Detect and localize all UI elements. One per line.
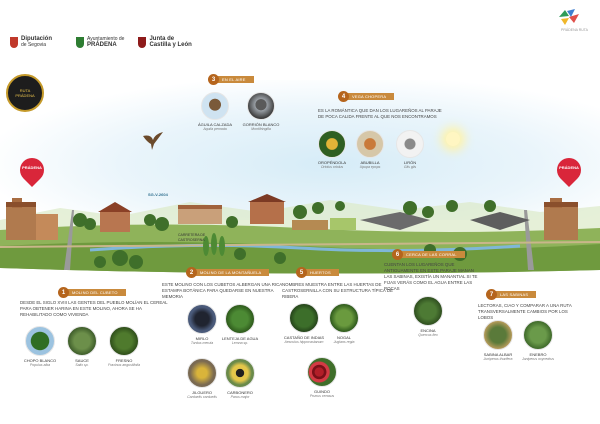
abubilla-photo	[356, 130, 384, 158]
section-2-description: ESTE MOLINO CON LOS CUBETOS ALBERGAN UNA…	[162, 282, 282, 299]
nogal-photo	[329, 303, 359, 333]
pin-left-label: PRÁDENA	[22, 165, 42, 170]
road-label: SG-V-2604	[148, 192, 168, 197]
carretera-label: CARRETERA DE CASTROSERNA	[178, 233, 206, 242]
junta-shield-icon	[138, 36, 147, 48]
section-4-description: ES LA ROMÁNTICA QUE DAN LOS LUGAREÑOS AL…	[318, 108, 442, 119]
castano-photo	[289, 303, 319, 333]
encina-photo	[413, 296, 443, 326]
jilguero-photo	[187, 358, 217, 388]
sabina-photo	[483, 320, 513, 350]
gorrion-photo	[247, 92, 275, 120]
sun-icon	[446, 132, 460, 146]
liron-photo	[396, 130, 424, 158]
app-logo-caption: PRÁDENA RUTA	[561, 28, 588, 32]
enebro-photo	[523, 320, 553, 350]
pin-right-label: PRÁDENA	[559, 165, 579, 170]
flying-eagle-icon	[143, 132, 163, 150]
section-5-description: NOMBRES MUESTRA ENTRE LAS HUERTAS DE CAS…	[282, 282, 393, 299]
route-badge: RUTA PRÁDENA	[6, 74, 44, 112]
diputacion-shield-icon	[10, 36, 18, 48]
section-7-description: LECTORAS, CIAO Y COMPARAR A UNA RUTA TRA…	[478, 303, 572, 320]
carbonero-photo	[225, 358, 255, 388]
chopo-photo	[25, 326, 55, 356]
guindo-photo	[307, 357, 337, 387]
aguila-photo	[201, 92, 229, 120]
sauce-photo	[67, 326, 97, 356]
sky-background	[0, 80, 600, 220]
section-6-description: CUENTAN LOS LUGAREÑOS QUE ANTIGUAMENTE E…	[384, 262, 478, 291]
section-1-description: DESDE EL SIGLO XVIII LAS GENTES DEL PUEB…	[20, 300, 168, 317]
fresno-photo	[109, 326, 139, 356]
ayuntamiento-shield-icon	[76, 36, 84, 48]
lenteja-photo	[225, 304, 255, 334]
oropendola-photo	[318, 130, 346, 158]
landscape-illustration	[0, 194, 600, 274]
mirlo-photo	[187, 304, 217, 334]
app-logo-icon	[559, 9, 579, 25]
